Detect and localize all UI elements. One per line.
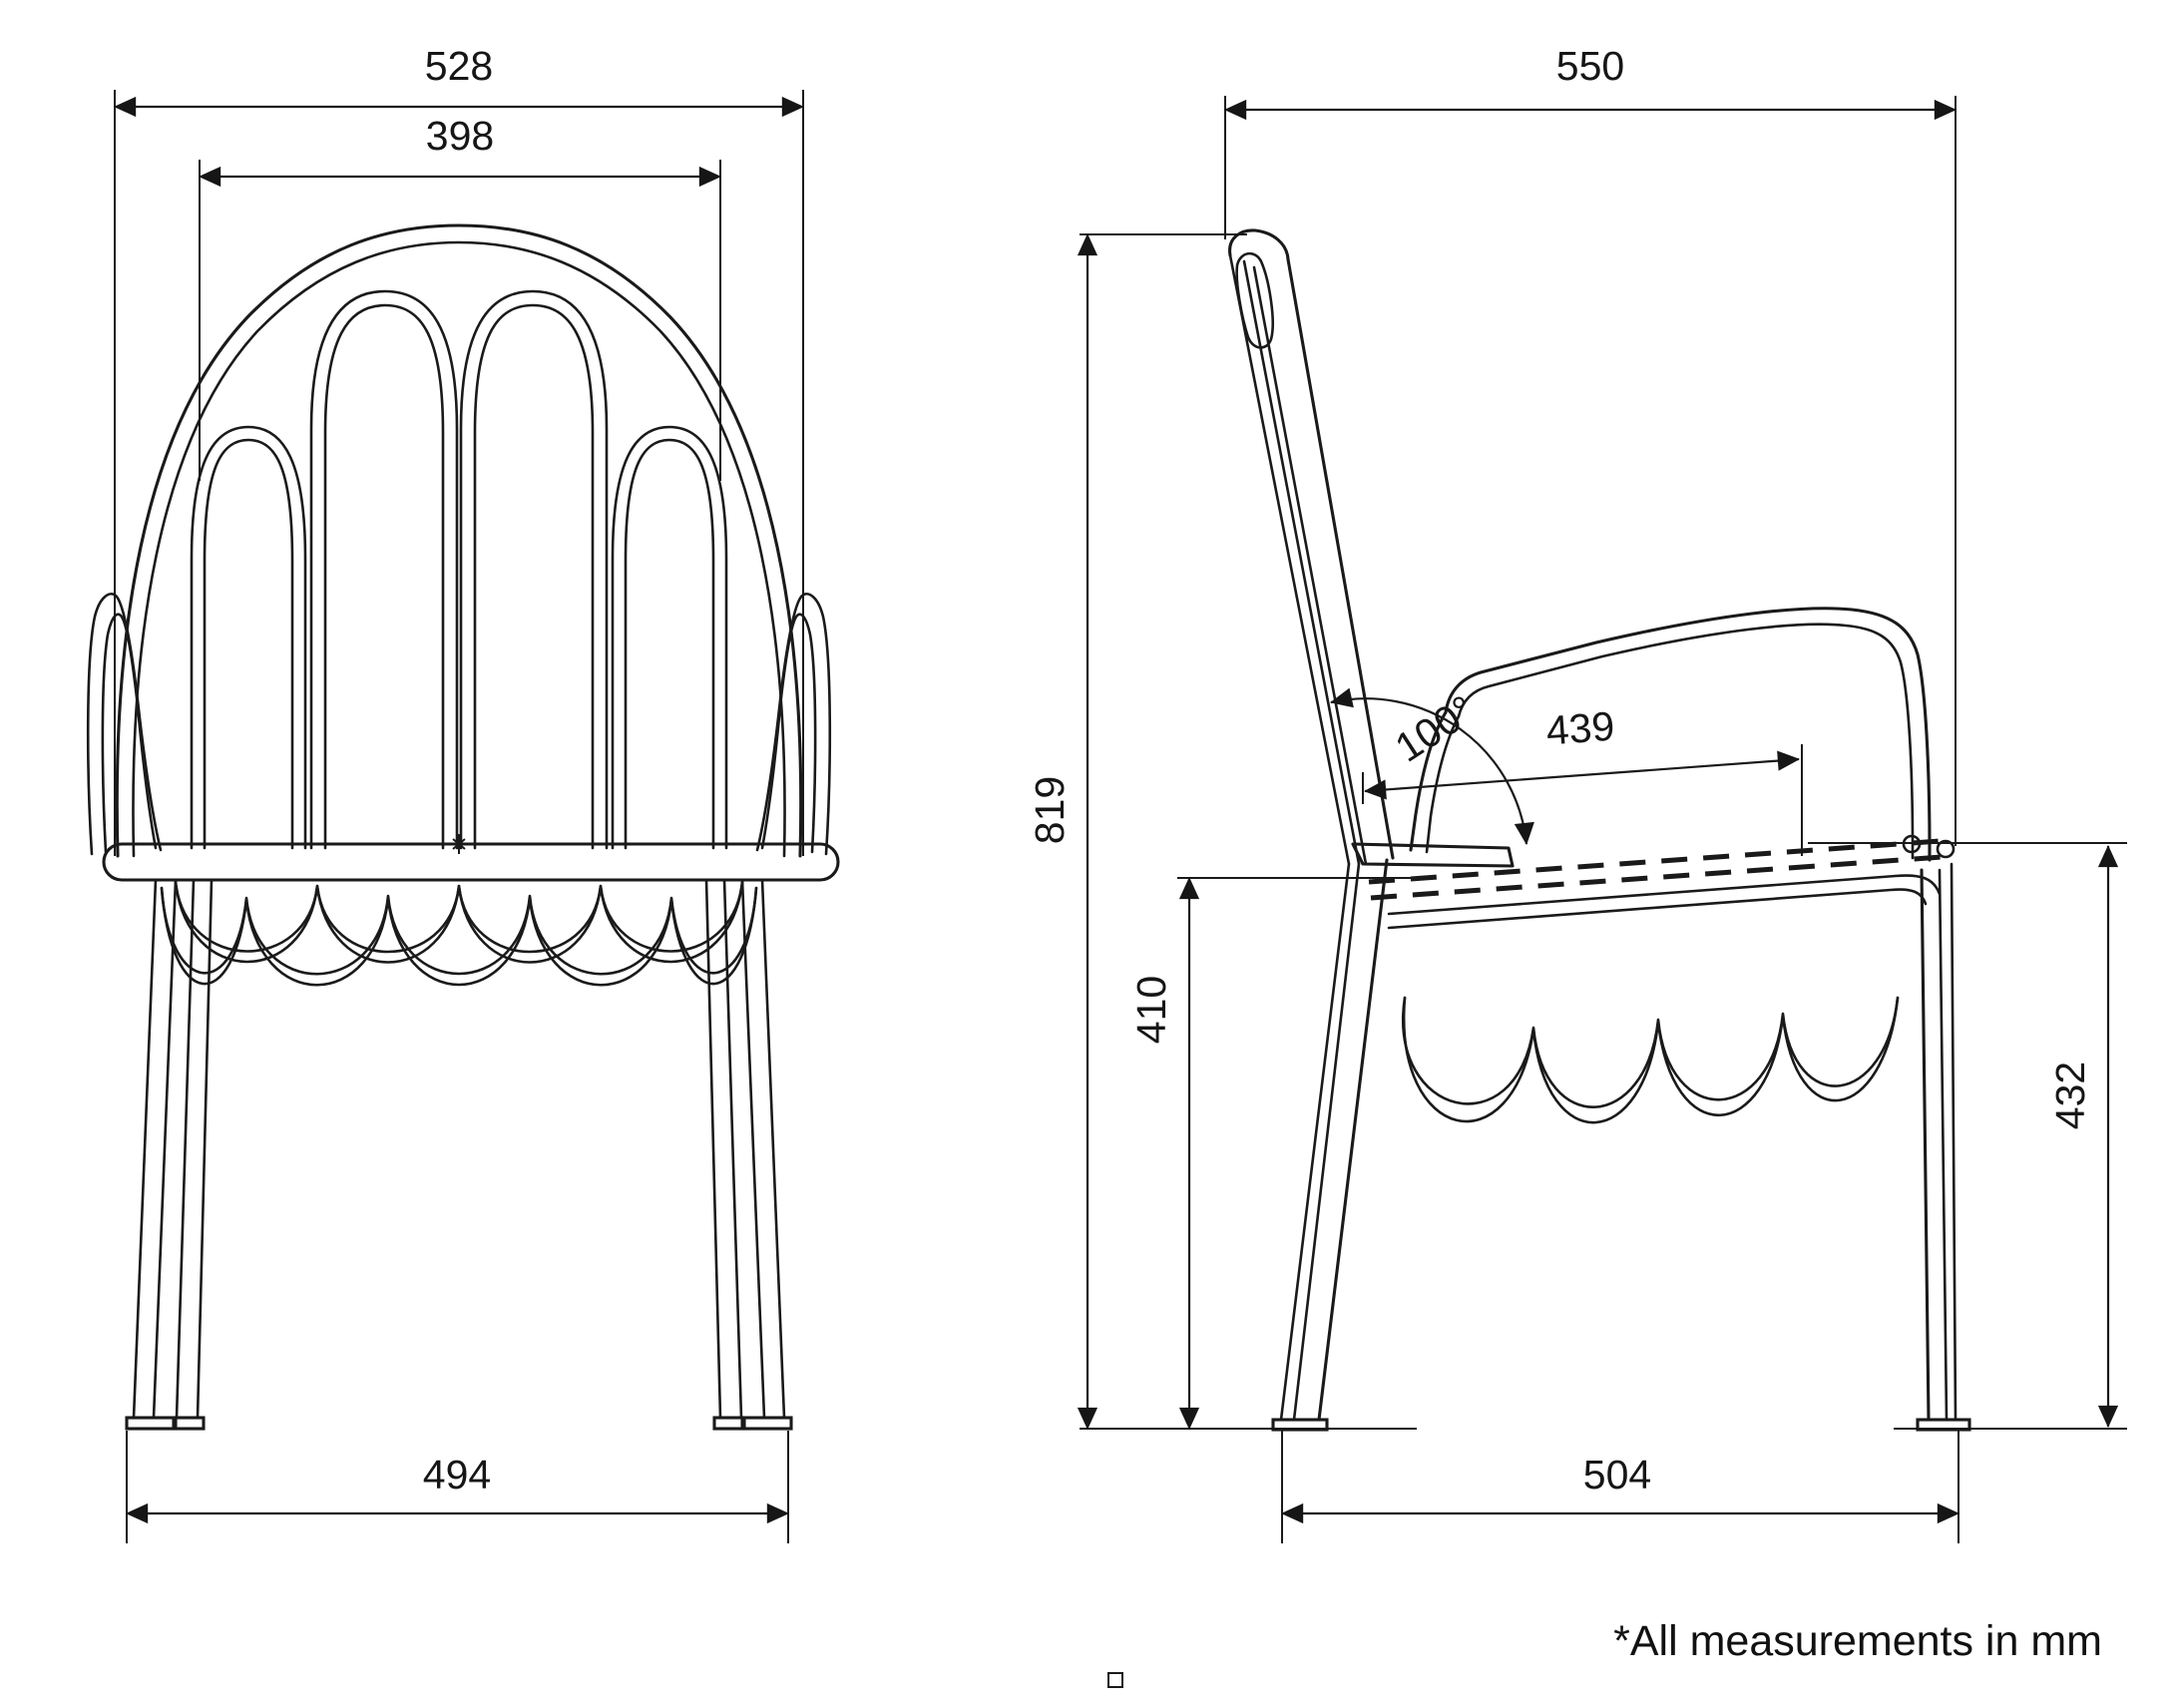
apron-scallop-side	[1402, 996, 1900, 1108]
front-leg	[1916, 862, 1971, 1432]
backrest-arch-inner	[132, 240, 786, 858]
seat-back-gusset	[1351, 842, 1515, 868]
armrest-right-inner	[760, 613, 817, 854]
front-view	[86, 223, 840, 1431]
fan-rib-short-left-outer	[190, 425, 307, 850]
seat-surface-hidden-line	[1370, 853, 1957, 901]
foot-plate	[174, 1416, 206, 1431]
stray-glyph-box	[1107, 1672, 1123, 1688]
seat-side	[1351, 834, 1957, 930]
armrest-side-loop	[1409, 607, 1932, 862]
seat-rail-front	[102, 842, 840, 882]
dim-label-overall-depth: 550	[1556, 43, 1624, 89]
fan-rib-tall-left-outer	[309, 289, 459, 850]
seat-center-mark	[452, 834, 466, 854]
rear-leg	[1271, 858, 1389, 1432]
fan-rib-tall-left-inner	[323, 303, 445, 850]
backrest-post	[1228, 228, 1395, 866]
apron-scallop-side-lower	[1402, 996, 1900, 1124]
dimension-line-439	[1363, 750, 1801, 800]
backrest-tip-hook	[1235, 251, 1274, 349]
side-view	[1228, 228, 1971, 1432]
armrest-left-inner	[101, 613, 158, 854]
fan-rib-tall-right-inner	[473, 303, 595, 850]
apron-scallop-back-row-lower	[174, 880, 744, 964]
foot-plate	[712, 1416, 744, 1431]
seat-rail-side	[1387, 888, 1928, 930]
dim-label-front-height: 432	[2047, 1062, 2093, 1129]
backrest-top-cap	[1228, 228, 1290, 261]
dim-label-overall-height: 819	[1027, 776, 1073, 844]
dim-label-seat-depth: 439	[1544, 703, 1616, 754]
seat-surface-hidden-line	[1368, 837, 1955, 885]
apron-scallop-front-row-lower	[160, 886, 758, 987]
fan-rib-short-right-inner	[624, 438, 715, 850]
fan-rib-short-right-outer	[611, 425, 728, 850]
dim-label-seat-height: 410	[1128, 976, 1174, 1044]
dim-label-feet-width: 494	[423, 1452, 491, 1497]
foot-plate	[125, 1416, 176, 1431]
side-view-dimensions: 550 819 410 432 439 100° 504	[1027, 43, 2127, 1543]
backrest-arch-outer	[115, 223, 803, 858]
units-footnote: *All measurements in mm	[1613, 1617, 2102, 1665]
foot-plate	[742, 1416, 793, 1431]
seat-joint	[1936, 839, 1956, 859]
front-left-legs	[125, 878, 214, 1431]
dim-label-overall-back-width: 528	[425, 43, 493, 89]
front-view-dimensions: 528 398 494	[113, 43, 805, 1543]
dim-label-feet-depth: 504	[1583, 1452, 1651, 1497]
front-right-legs	[704, 878, 793, 1431]
fan-rib-tall-right-outer	[459, 289, 609, 850]
angle-arc-100	[1330, 687, 1534, 846]
dim-label-inner-back-width: 398	[426, 113, 494, 159]
seat-rail-side	[1387, 874, 1942, 916]
fan-rib-short-left-inner	[203, 438, 294, 850]
